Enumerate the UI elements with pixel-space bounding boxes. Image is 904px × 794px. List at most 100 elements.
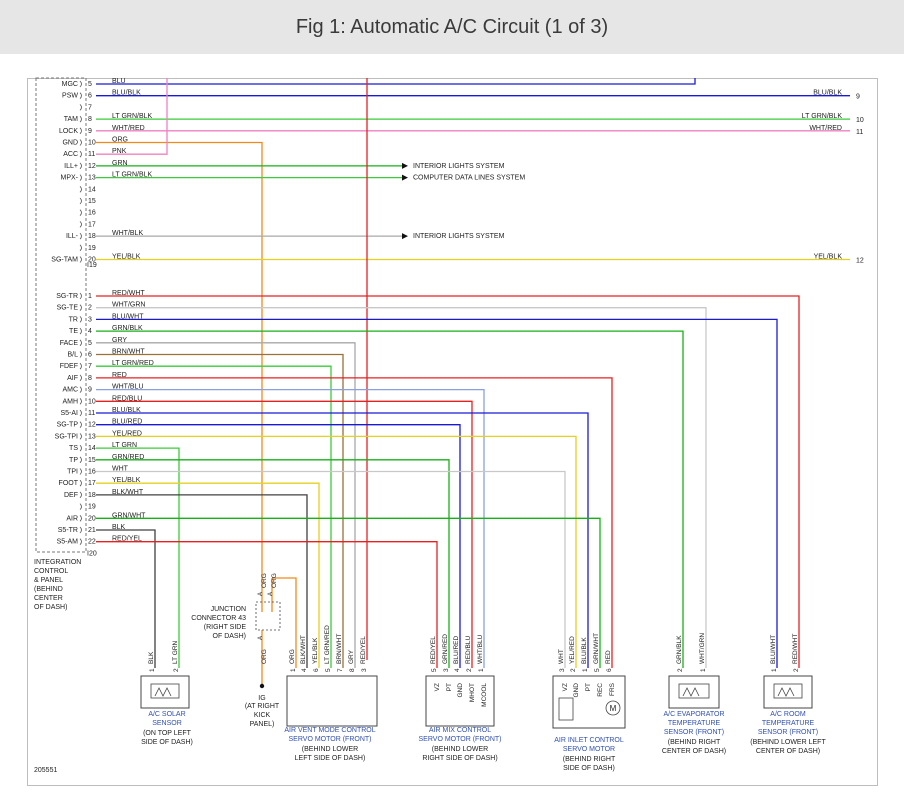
component-location: (BEHIND LOWER LEFT xyxy=(750,739,826,746)
pin-bracket xyxy=(79,374,82,382)
component-location: (BEHIND LOWER xyxy=(302,746,358,753)
pin-bracket xyxy=(79,304,82,311)
pin-bracket xyxy=(79,456,82,464)
wire-label: WHT/BLU xyxy=(112,384,144,391)
component-wire-label: RED/YEL xyxy=(360,636,367,664)
pin-bracket xyxy=(79,292,82,300)
component-title: SERVO MOTOR xyxy=(563,746,615,753)
component-pin: 6 xyxy=(313,668,320,672)
component-mix xyxy=(425,675,495,727)
connector-id: I19 xyxy=(87,262,97,269)
component-wire-label: BLU/BLK xyxy=(581,637,588,664)
component-pin: 6 xyxy=(606,668,613,672)
wire-def xyxy=(96,494,308,668)
pin-name: FOOT xyxy=(59,480,79,487)
pin-name: SG-TAM xyxy=(51,257,78,264)
component-room xyxy=(763,675,813,709)
wire-s5-tr xyxy=(96,529,156,668)
pin-number: 15 xyxy=(88,457,96,464)
jc-wire-label: ORG xyxy=(271,573,278,588)
destination-label: INTERIOR LIGHTS SYSTEM xyxy=(413,163,505,170)
sensor-element xyxy=(150,683,180,699)
pin-bracket xyxy=(79,433,82,440)
component-wire-label: BLK xyxy=(148,651,155,664)
pin-number: 9 xyxy=(88,128,92,135)
component-location: (BEHIND LOWER xyxy=(432,746,488,753)
wire-label: GRN xyxy=(112,160,128,167)
pin-bracket xyxy=(79,316,82,323)
component-pin: 5 xyxy=(325,668,332,672)
pin-name: LOCK xyxy=(59,128,78,135)
component-title: SENSOR (FRONT) xyxy=(664,729,724,736)
pin-number: 18 xyxy=(88,492,96,499)
pin-name: TS xyxy=(69,445,78,452)
component-wire-label: RED/YEL xyxy=(430,636,437,664)
component-pin: 3 xyxy=(443,668,450,672)
pin-bracket xyxy=(79,526,82,534)
pin-bracket xyxy=(79,115,82,123)
pin-bracket xyxy=(79,386,82,393)
pin-number: 19 xyxy=(88,245,96,252)
pin-name: FACE xyxy=(60,340,79,347)
junction-label: OF DASH) xyxy=(213,633,246,640)
right-wire-label: YEL/BLK xyxy=(814,254,843,261)
pin-name: TPI xyxy=(67,469,78,476)
wire-label: YEL/BLK xyxy=(112,477,141,484)
ecu-box xyxy=(35,77,87,553)
component-title: AIR INLET CONTROL xyxy=(554,737,624,744)
pin-name: AIR xyxy=(66,515,78,522)
pin-bracket xyxy=(79,209,82,216)
pin-bracket xyxy=(79,244,82,252)
terminal-label: VZ xyxy=(562,683,569,691)
pin-number: 6 xyxy=(88,352,92,359)
component-box xyxy=(668,675,720,709)
pin-bracket xyxy=(79,479,82,487)
wire-sg-te xyxy=(96,307,707,668)
wire-label: BLU/BLK xyxy=(112,407,141,414)
component-pin: 2 xyxy=(466,668,473,672)
wire-label: ORG xyxy=(112,137,128,144)
pin-number: 12 xyxy=(88,422,96,429)
pin-number: 4 xyxy=(88,328,92,335)
component-location: (BEHIND RIGHT xyxy=(563,756,616,763)
wire-gnd xyxy=(96,141,263,578)
pin-bracket xyxy=(79,150,82,158)
component-pin: 5 xyxy=(594,668,601,672)
component-wire-label: BLU/WHT xyxy=(770,635,777,664)
pin-name: ILL- xyxy=(66,233,79,240)
component-pin: 5 xyxy=(431,668,438,672)
wire-label: RED xyxy=(112,372,127,379)
component-pin: 1 xyxy=(478,668,485,672)
pin-bracket xyxy=(79,362,82,370)
pin-number: 1 xyxy=(88,293,92,300)
wire-s5-am xyxy=(96,541,438,668)
destination-label: COMPUTER DATA LINES SYSTEM xyxy=(413,175,525,182)
component-wire-label: WHT/GRN xyxy=(699,633,706,664)
pin-name: PSW xyxy=(62,93,78,100)
component-vent xyxy=(286,675,378,727)
wire-aif xyxy=(96,377,613,668)
continuation-ref: 10 xyxy=(856,117,864,124)
junction-label: JUNCTION xyxy=(211,606,246,613)
pin-bracket xyxy=(79,398,82,405)
component-wire-label: ORG xyxy=(289,649,296,664)
pin-number: 14 xyxy=(88,186,96,193)
title-bar: Fig 1: Automatic A/C Circuit (1 of 3) xyxy=(0,0,904,54)
component-box xyxy=(763,675,813,709)
component-wire-label: BLU/RED xyxy=(453,636,460,664)
pin-name: AMC xyxy=(62,387,78,394)
sensor-element xyxy=(678,683,710,699)
component-wire-label: YEL/RED xyxy=(569,636,576,664)
wire-b-l xyxy=(96,353,344,668)
pin-bracket xyxy=(79,409,82,417)
wire-label: WHT/GRN xyxy=(112,302,145,309)
terminal-label: GND xyxy=(573,683,580,698)
component-solar xyxy=(140,675,190,709)
ecu-label: OF DASH) xyxy=(34,604,67,611)
component-pin: 2 xyxy=(570,668,577,672)
component-wire-label: WHT/BLU xyxy=(477,634,484,664)
pin-number: 20 xyxy=(88,515,96,522)
wire-label: BLU/BLK xyxy=(112,90,141,97)
pin-number: 20 xyxy=(88,257,96,264)
jc-pin: A xyxy=(258,592,264,596)
